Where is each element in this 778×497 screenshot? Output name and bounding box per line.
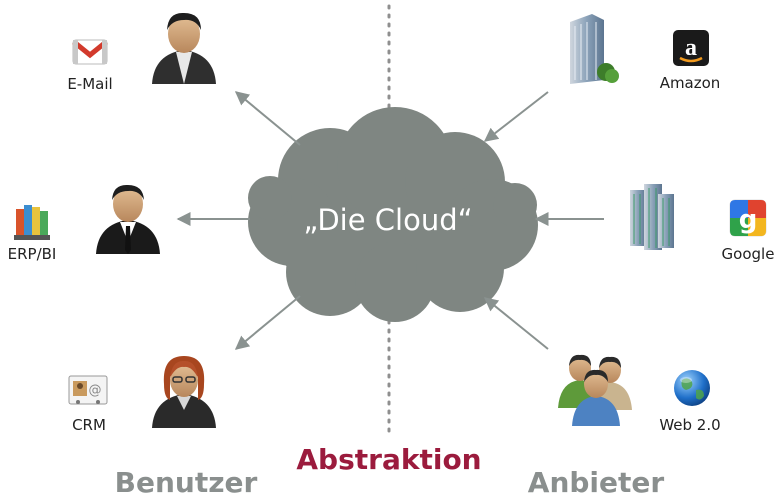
- email-label: E-Mail: [67, 75, 112, 93]
- gmail-icon: [72, 39, 108, 65]
- web20-label: Web 2.0: [659, 416, 720, 434]
- user-businessman-icon: [96, 184, 160, 254]
- svg-text:a: a: [685, 35, 697, 61]
- binders-icon: [14, 205, 50, 240]
- office-building-icon: [570, 14, 619, 84]
- user-group-icon: [558, 354, 632, 426]
- user-casual-icon: [152, 12, 216, 84]
- arrow-to-email-user: [234, 91, 301, 146]
- datacenter-towers-icon: [630, 184, 674, 250]
- amazon-label: Amazon: [660, 74, 721, 92]
- cloud-shape: [248, 107, 538, 322]
- abstraction-label: Abstraktion: [296, 443, 481, 476]
- svg-text:@: @: [89, 383, 102, 398]
- arrow-to-crm-user: [234, 295, 301, 350]
- globe-icon: [674, 370, 710, 406]
- svg-text:g: g: [739, 205, 758, 235]
- user-woman-icon: [152, 356, 216, 428]
- arrow-from-amazon: [483, 91, 549, 142]
- cloud-label: „Die Cloud“: [303, 203, 472, 237]
- providers-heading: Anbieter: [528, 466, 665, 497]
- amazon-icon: a: [673, 30, 709, 66]
- google-label: Google: [722, 245, 775, 263]
- users-heading: Benutzer: [115, 466, 258, 497]
- google-icon: g: [729, 199, 767, 237]
- crm-label: CRM: [72, 416, 106, 434]
- arrow-from-web20: [483, 297, 549, 350]
- contact-card-icon: @: [68, 375, 108, 405]
- erp-bi-label: ERP/BI: [8, 245, 57, 263]
